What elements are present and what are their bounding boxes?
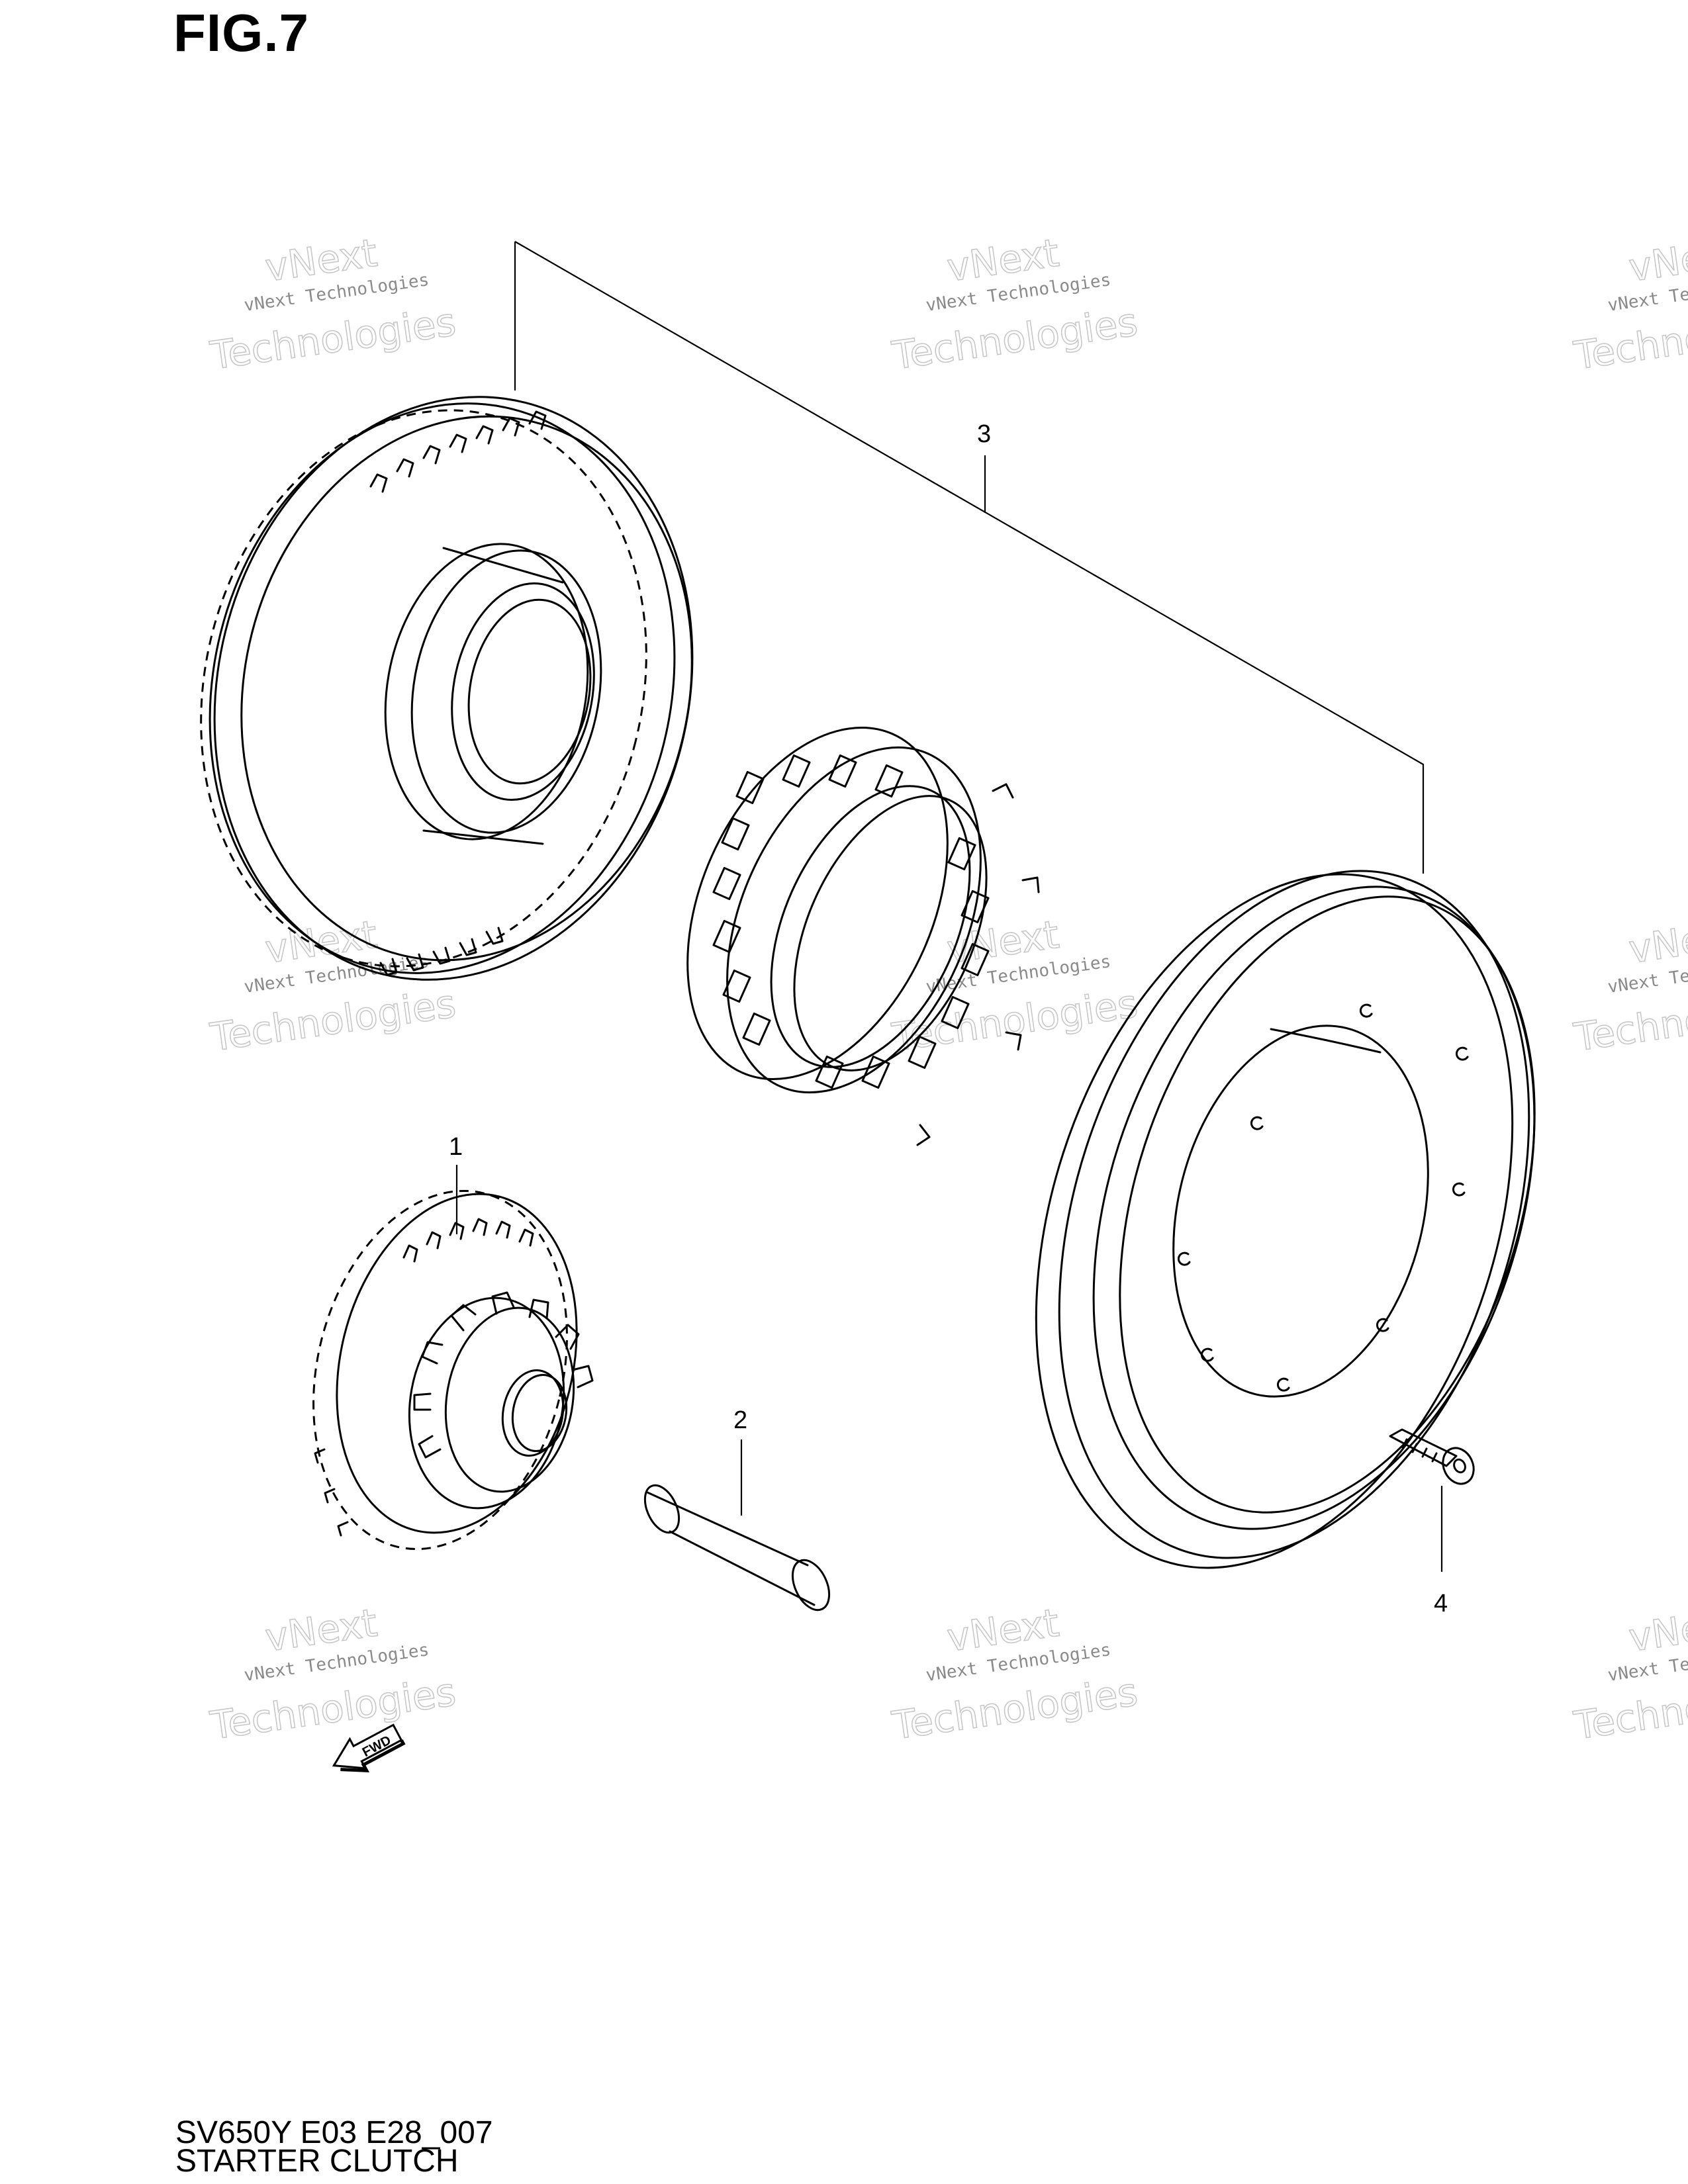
watermark: vNext Technologies vNext Technologies: [1570, 1600, 1688, 1749]
watermark: vNext Technologies vNext Technologies: [207, 911, 459, 1060]
callout-1: 1: [449, 1133, 463, 1161]
one-way-clutch: [686, 726, 1040, 1146]
watermark-text: vNext: [1626, 230, 1688, 291]
watermarks: vNext Technologies vNext Technologies vN…: [207, 230, 1688, 1749]
watermark: vNext Technologies vNext Technologies: [888, 230, 1141, 379]
watermark-text: vNext: [1626, 912, 1688, 972]
watermark: vNext Technologies vNext Technologies: [1570, 230, 1688, 379]
watermark-text: vNext: [1626, 1600, 1688, 1661]
callout-3: 3: [977, 420, 991, 448]
idle-gear-shaft: [643, 1439, 831, 1612]
figure-title: FIG.7: [173, 3, 310, 62]
watermark: vNext Technologies vNext Technologies: [888, 1600, 1141, 1749]
model-code: SV650Y E03 E28_007: [175, 2115, 493, 2150]
idle-gear: [312, 1165, 594, 1551]
watermark: vNext Technologies vNext Technologies: [1570, 911, 1688, 1060]
assembly-name: STARTER CLUTCH: [175, 2144, 459, 2179]
housing-bolt: [1389, 1428, 1475, 1572]
callout-2: 2: [733, 1406, 747, 1434]
watermark: vNext Technologies vNext Technologies: [207, 230, 459, 379]
watermark: vNext Technologies vNext Technologies: [888, 911, 1141, 1060]
clutch-housing: [1035, 870, 1536, 1569]
callout-4: 4: [1434, 1590, 1448, 1617]
driven-gear: [200, 396, 694, 981]
watermark: vNext Technologies vNext Technologies: [207, 1600, 459, 1749]
assembly-bracket: [514, 241, 1425, 874]
